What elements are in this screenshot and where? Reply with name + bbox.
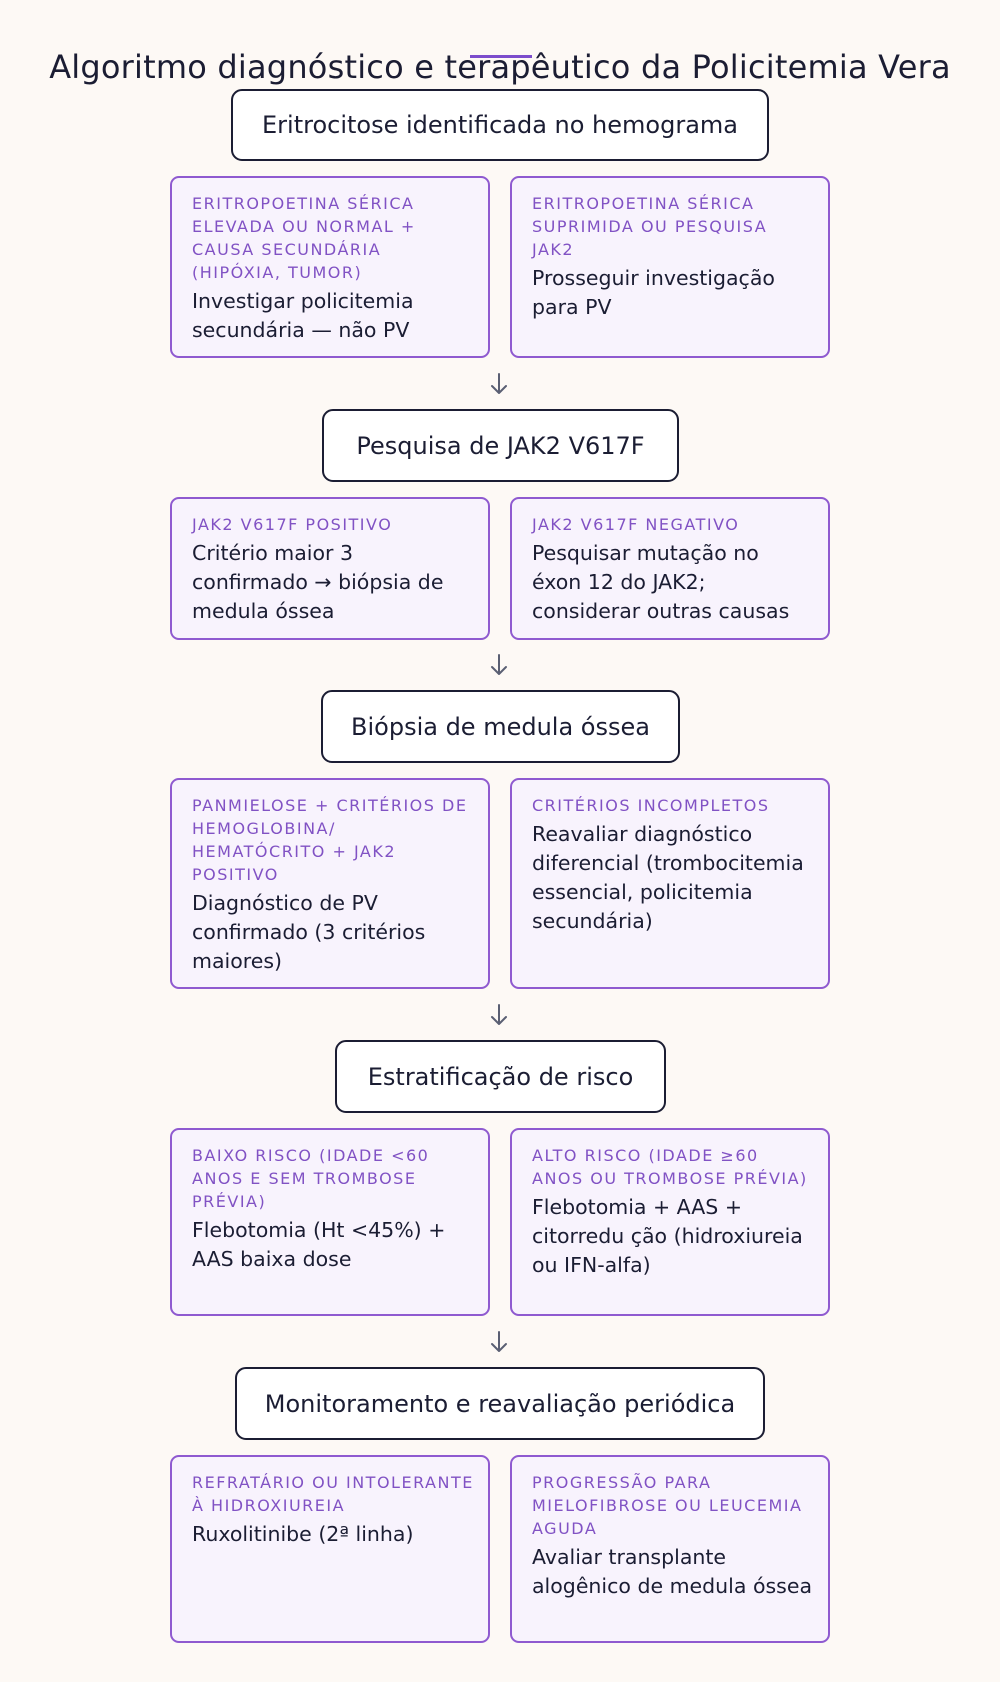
option-result: Reavaliar diagnóstico diferencial (tromb… — [532, 822, 804, 933]
option-condition: Refratário ou intolerante à hidroxiureia — [192, 1473, 474, 1515]
option-box: Eritropoetina sérica elevada ou normal +… — [170, 176, 490, 358]
option-result: Flebotomia + AAS + citorredu ção (hidrox… — [532, 1195, 803, 1277]
option-condition: Baixo risco (idade <60 anos e sem trombo… — [192, 1146, 430, 1211]
option-result: Flebotomia (Ht <45%) + AAS baixa dose — [192, 1218, 446, 1271]
option-condition: JAK2 V617F positivo — [192, 515, 393, 534]
option-result: Pesquisar mutação no éxon 12 do JAK2; co… — [532, 541, 790, 623]
option-result: Avaliar transplante alogênico de medula … — [532, 1545, 813, 1598]
option-result: Investigar policitemia secundária — não … — [192, 289, 414, 342]
option-condition: Panmielose + critérios de hemoglobina/ h… — [192, 796, 468, 884]
option-box: Panmielose + critérios de hemoglobina/ h… — [170, 778, 490, 989]
step-label: Pesquisa de JAK2 V617F — [356, 431, 645, 460]
option-condition: Progressão para mielofibrose ou leucemia… — [532, 1473, 803, 1538]
option-box: Alto risco (idade ≥60 anos ou trombose p… — [510, 1128, 830, 1316]
step-label: Monitoramento e reavaliação periódica — [264, 1389, 736, 1418]
arrow-down-icon — [491, 654, 507, 675]
option-box: JAK2 V617F negativo Pesquisar mutação no… — [510, 497, 830, 640]
page-title: Algoritmo diagnóstico e terapêutico da P… — [49, 48, 951, 86]
option-condition: Critérios incompletos — [532, 796, 770, 815]
option-result: Critério maior 3 confirmado → biópsia de… — [192, 541, 444, 623]
arrow-down-icon — [491, 1004, 507, 1025]
step-label: Biópsia de medula óssea — [351, 712, 650, 741]
option-condition: Eritropoetina sérica suprimida ou pesqui… — [532, 194, 768, 259]
step-box: Biópsia de medula óssea — [321, 690, 680, 763]
option-result: Ruxolitinibe (2ª linha) — [192, 1522, 414, 1546]
option-box: JAK2 V617F positivo Critério maior 3 con… — [170, 497, 490, 640]
title-accent-line — [470, 55, 532, 58]
step-box: Eritrocitose identificada no hemograma — [231, 89, 769, 161]
arrow-down-icon — [491, 1331, 507, 1352]
option-result: Diagnóstico de PV confirmado (3 critério… — [192, 891, 426, 973]
option-box: Baixo risco (idade <60 anos e sem trombo… — [170, 1128, 490, 1316]
step-label: Estratificação de risco — [367, 1062, 634, 1091]
option-box: Critérios incompletos Reavaliar diagnóst… — [510, 778, 830, 989]
option-result: Prosseguir investigação para PV — [532, 266, 775, 319]
option-box: Progressão para mielofibrose ou leucemia… — [510, 1455, 830, 1643]
step-box: Pesquisa de JAK2 V617F — [322, 409, 679, 482]
arrow-down-icon — [491, 373, 507, 394]
option-box: Eritropoetina sérica suprimida ou pesqui… — [510, 176, 830, 358]
step-box: Monitoramento e reavaliação periódica — [235, 1367, 765, 1440]
option-box: Refratário ou intolerante à hidroxiureia… — [170, 1455, 490, 1643]
step-box: Estratificação de risco — [335, 1040, 666, 1113]
option-condition: JAK2 V617F negativo — [532, 515, 740, 534]
step-label: Eritrocitose identificada no hemograma — [262, 111, 738, 139]
option-condition: Alto risco (idade ≥60 anos ou trombose p… — [532, 1146, 808, 1188]
option-condition: Eritropoetina sérica elevada ou normal +… — [192, 194, 416, 282]
